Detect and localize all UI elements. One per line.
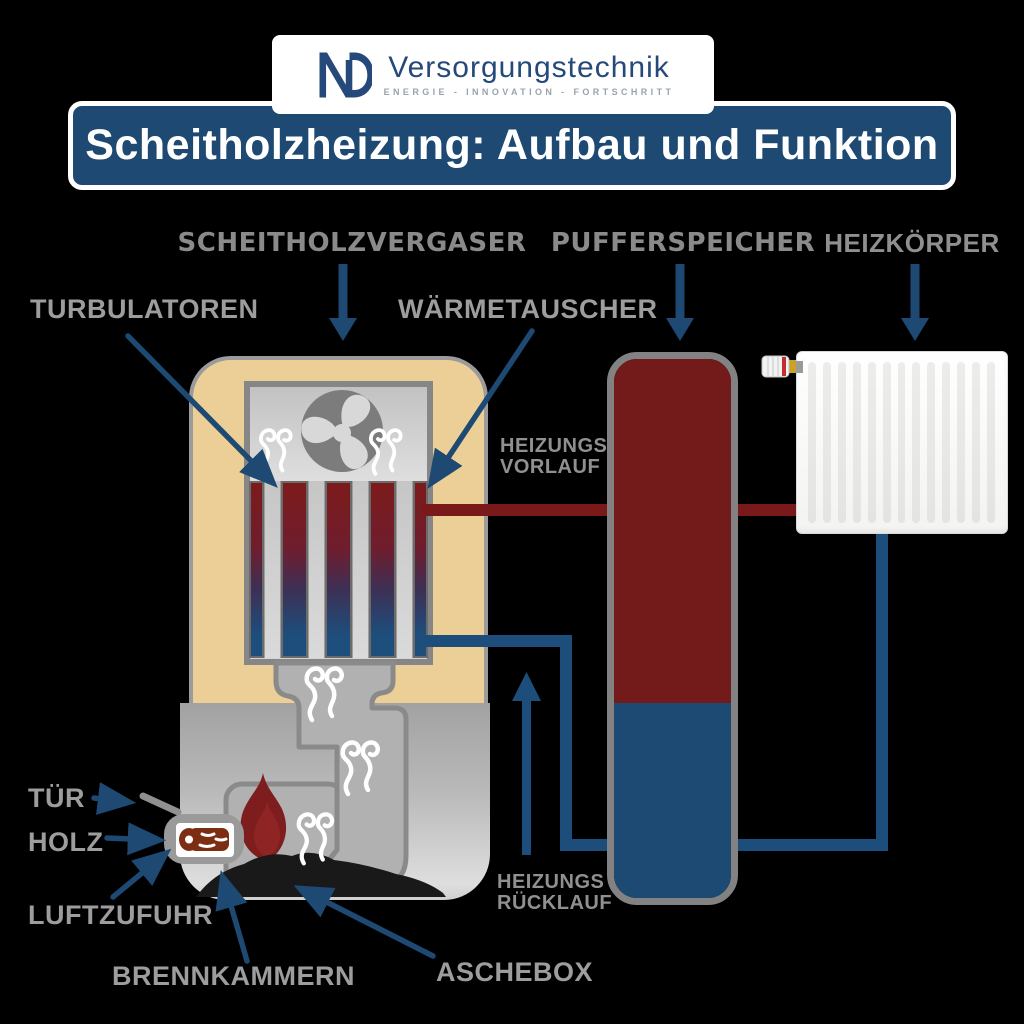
label-ash-box: ASCHEBOX: [436, 957, 594, 987]
label-wood: HOLZ: [28, 827, 104, 857]
radiator-groove: [972, 362, 981, 523]
radiator-grooves: [808, 362, 1002, 523]
arrow-heat-exchanger: [427, 328, 535, 489]
radiator-panel: [796, 351, 1008, 534]
radiator-groove: [912, 362, 921, 523]
arrow-turbulators: [125, 333, 278, 488]
section-label-boiler: SCHEITHOLZVERGASER: [177, 228, 527, 258]
arrow-wood: [104, 822, 167, 856]
radiator-groove: [897, 362, 906, 523]
exchanger-tube-column: [396, 481, 413, 658]
arrow-door: [91, 782, 137, 815]
label-supply-line-1: HEIZUNGS: [500, 435, 608, 457]
ash-pile: [196, 852, 446, 897]
flame-icon: [240, 773, 287, 862]
radiator-groove: [852, 362, 861, 523]
supply-pipe-tank-to-radiator: [738, 504, 798, 516]
logo-tagline: ENERGIE - INNOVATION - FORTSCHRITT: [383, 87, 675, 97]
radiator-groove: [927, 362, 936, 523]
label-door: TÜR: [28, 783, 85, 813]
tank-cold-water-zone: [614, 703, 731, 898]
exhaust-fan-icon: [301, 390, 383, 472]
thermostat-valve-icon: [761, 355, 803, 378]
return-pipe-boiler-to-tank: [423, 635, 609, 851]
heat-exchanger: [249, 481, 428, 658]
exchanger-turbulator-bar: [325, 481, 352, 658]
exchanger-turbulator-bar: [281, 481, 308, 658]
label-combustion-chambers: BRENNKAMMERN: [112, 961, 355, 991]
exchanger-turbulator-bar: [413, 481, 428, 658]
radiator-groove: [942, 362, 951, 523]
section-down-arrows: [329, 264, 929, 341]
wood-log-icon: [179, 828, 229, 851]
radiator-groove: [882, 362, 891, 523]
radiator-groove: [837, 362, 846, 523]
radiator-groove: [808, 362, 816, 523]
supply-pipe-boiler-to-tank: [423, 504, 607, 516]
logo-company-name: Versorgungstechnik: [388, 51, 670, 84]
label-turbulators: TURBULATOREN: [30, 294, 259, 324]
label-return-line: HEIZUNGS RÜCKLAUF: [497, 872, 612, 914]
label-supply-line: HEIZUNGS VORLAUF: [500, 436, 607, 478]
exchanger-tube-column: [352, 481, 369, 658]
arrow-combustion-chambers: [215, 870, 250, 964]
title-banner: Scheitholzheizung: Aufbau und Funktion: [68, 101, 956, 190]
return-pipe-radiator-to-tank: [736, 531, 888, 851]
radiator-groove: [957, 362, 966, 523]
tank-hot-water-zone: [614, 359, 731, 703]
page-title: Scheitholzheizung: Aufbau und Funktion: [85, 121, 939, 169]
nd-monogram-icon: [319, 52, 372, 97]
label-air-supply: LUFTZUFUHR: [28, 900, 213, 930]
section-label-radiator: HEIZKÖRPER: [824, 228, 1000, 258]
fuel-door: [164, 814, 244, 864]
exchanger-tube-column: [264, 481, 281, 658]
exchanger-turbulator-bar: [369, 481, 396, 658]
logo-card: Versorgungstechnik ENERGIE - INNOVATION …: [272, 35, 714, 114]
label-return-line-1: HEIZUNGS: [497, 871, 605, 893]
radiator-groove: [822, 362, 831, 523]
label-supply-line-2: VORLAUF: [500, 456, 601, 478]
flow-up-arrow: [512, 672, 541, 855]
label-return-line-2: RÜCKLAUF: [497, 892, 613, 914]
radiator-groove: [867, 362, 876, 523]
label-heat-exchanger: WÄRMETAUSCHER: [398, 294, 658, 324]
exchanger-tube-column: [308, 481, 325, 658]
arrow-ash-box: [293, 885, 436, 959]
arrow-air-supply: [110, 848, 172, 900]
door-handle: [139, 792, 182, 816]
radiator-groove: [987, 362, 995, 523]
buffer-tank: [607, 352, 738, 905]
section-label-buffer: PUFFERSPEICHER: [550, 228, 816, 258]
